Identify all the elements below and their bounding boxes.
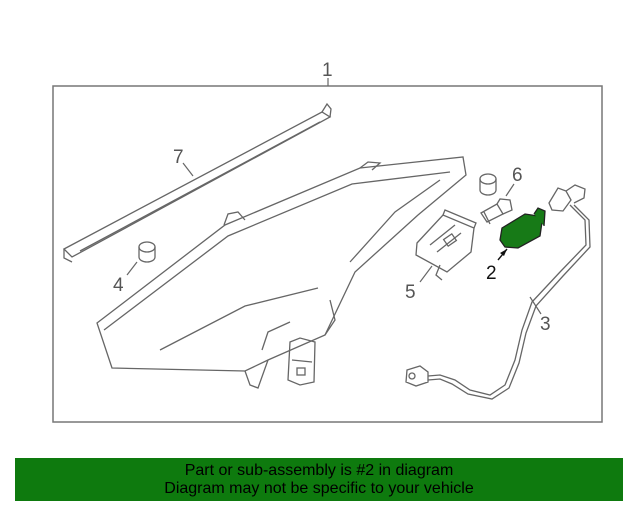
callout-5: 5 — [405, 282, 416, 303]
callout-1: 1 — [322, 60, 333, 81]
callout-6-leader — [505, 183, 515, 197]
part-6-screw — [480, 198, 513, 225]
part-1-headlamp-assembly — [96, 156, 467, 389]
part-2-highlighted — [499, 207, 546, 249]
callout-7: 7 — [173, 147, 184, 168]
callout-5-leader — [419, 265, 433, 283]
callout-3: 3 — [540, 314, 551, 335]
callout-3-leader — [529, 296, 542, 315]
callout-4: 4 — [113, 275, 124, 296]
part-grommet-small — [479, 173, 497, 196]
callout-7-leader — [182, 162, 194, 177]
callout-2: 2 — [486, 263, 497, 284]
callout-4-leader — [126, 261, 138, 276]
part-7-trim-strip — [62, 102, 332, 263]
callout-6: 6 — [512, 165, 523, 186]
info-banner: Part or sub-assembly is #2 in diagram Di… — [15, 458, 623, 501]
callout-2-arrowhead — [500, 249, 507, 256]
part-5-bracket — [415, 209, 477, 281]
part-4-grommet — [138, 241, 156, 263]
diagram-frame — [52, 85, 603, 423]
part-3-harness — [405, 184, 591, 400]
banner-line-2: Diagram may not be specific to your vehi… — [164, 480, 474, 497]
banner-line-1: Part or sub-assembly is #2 in diagram — [184, 462, 454, 479]
